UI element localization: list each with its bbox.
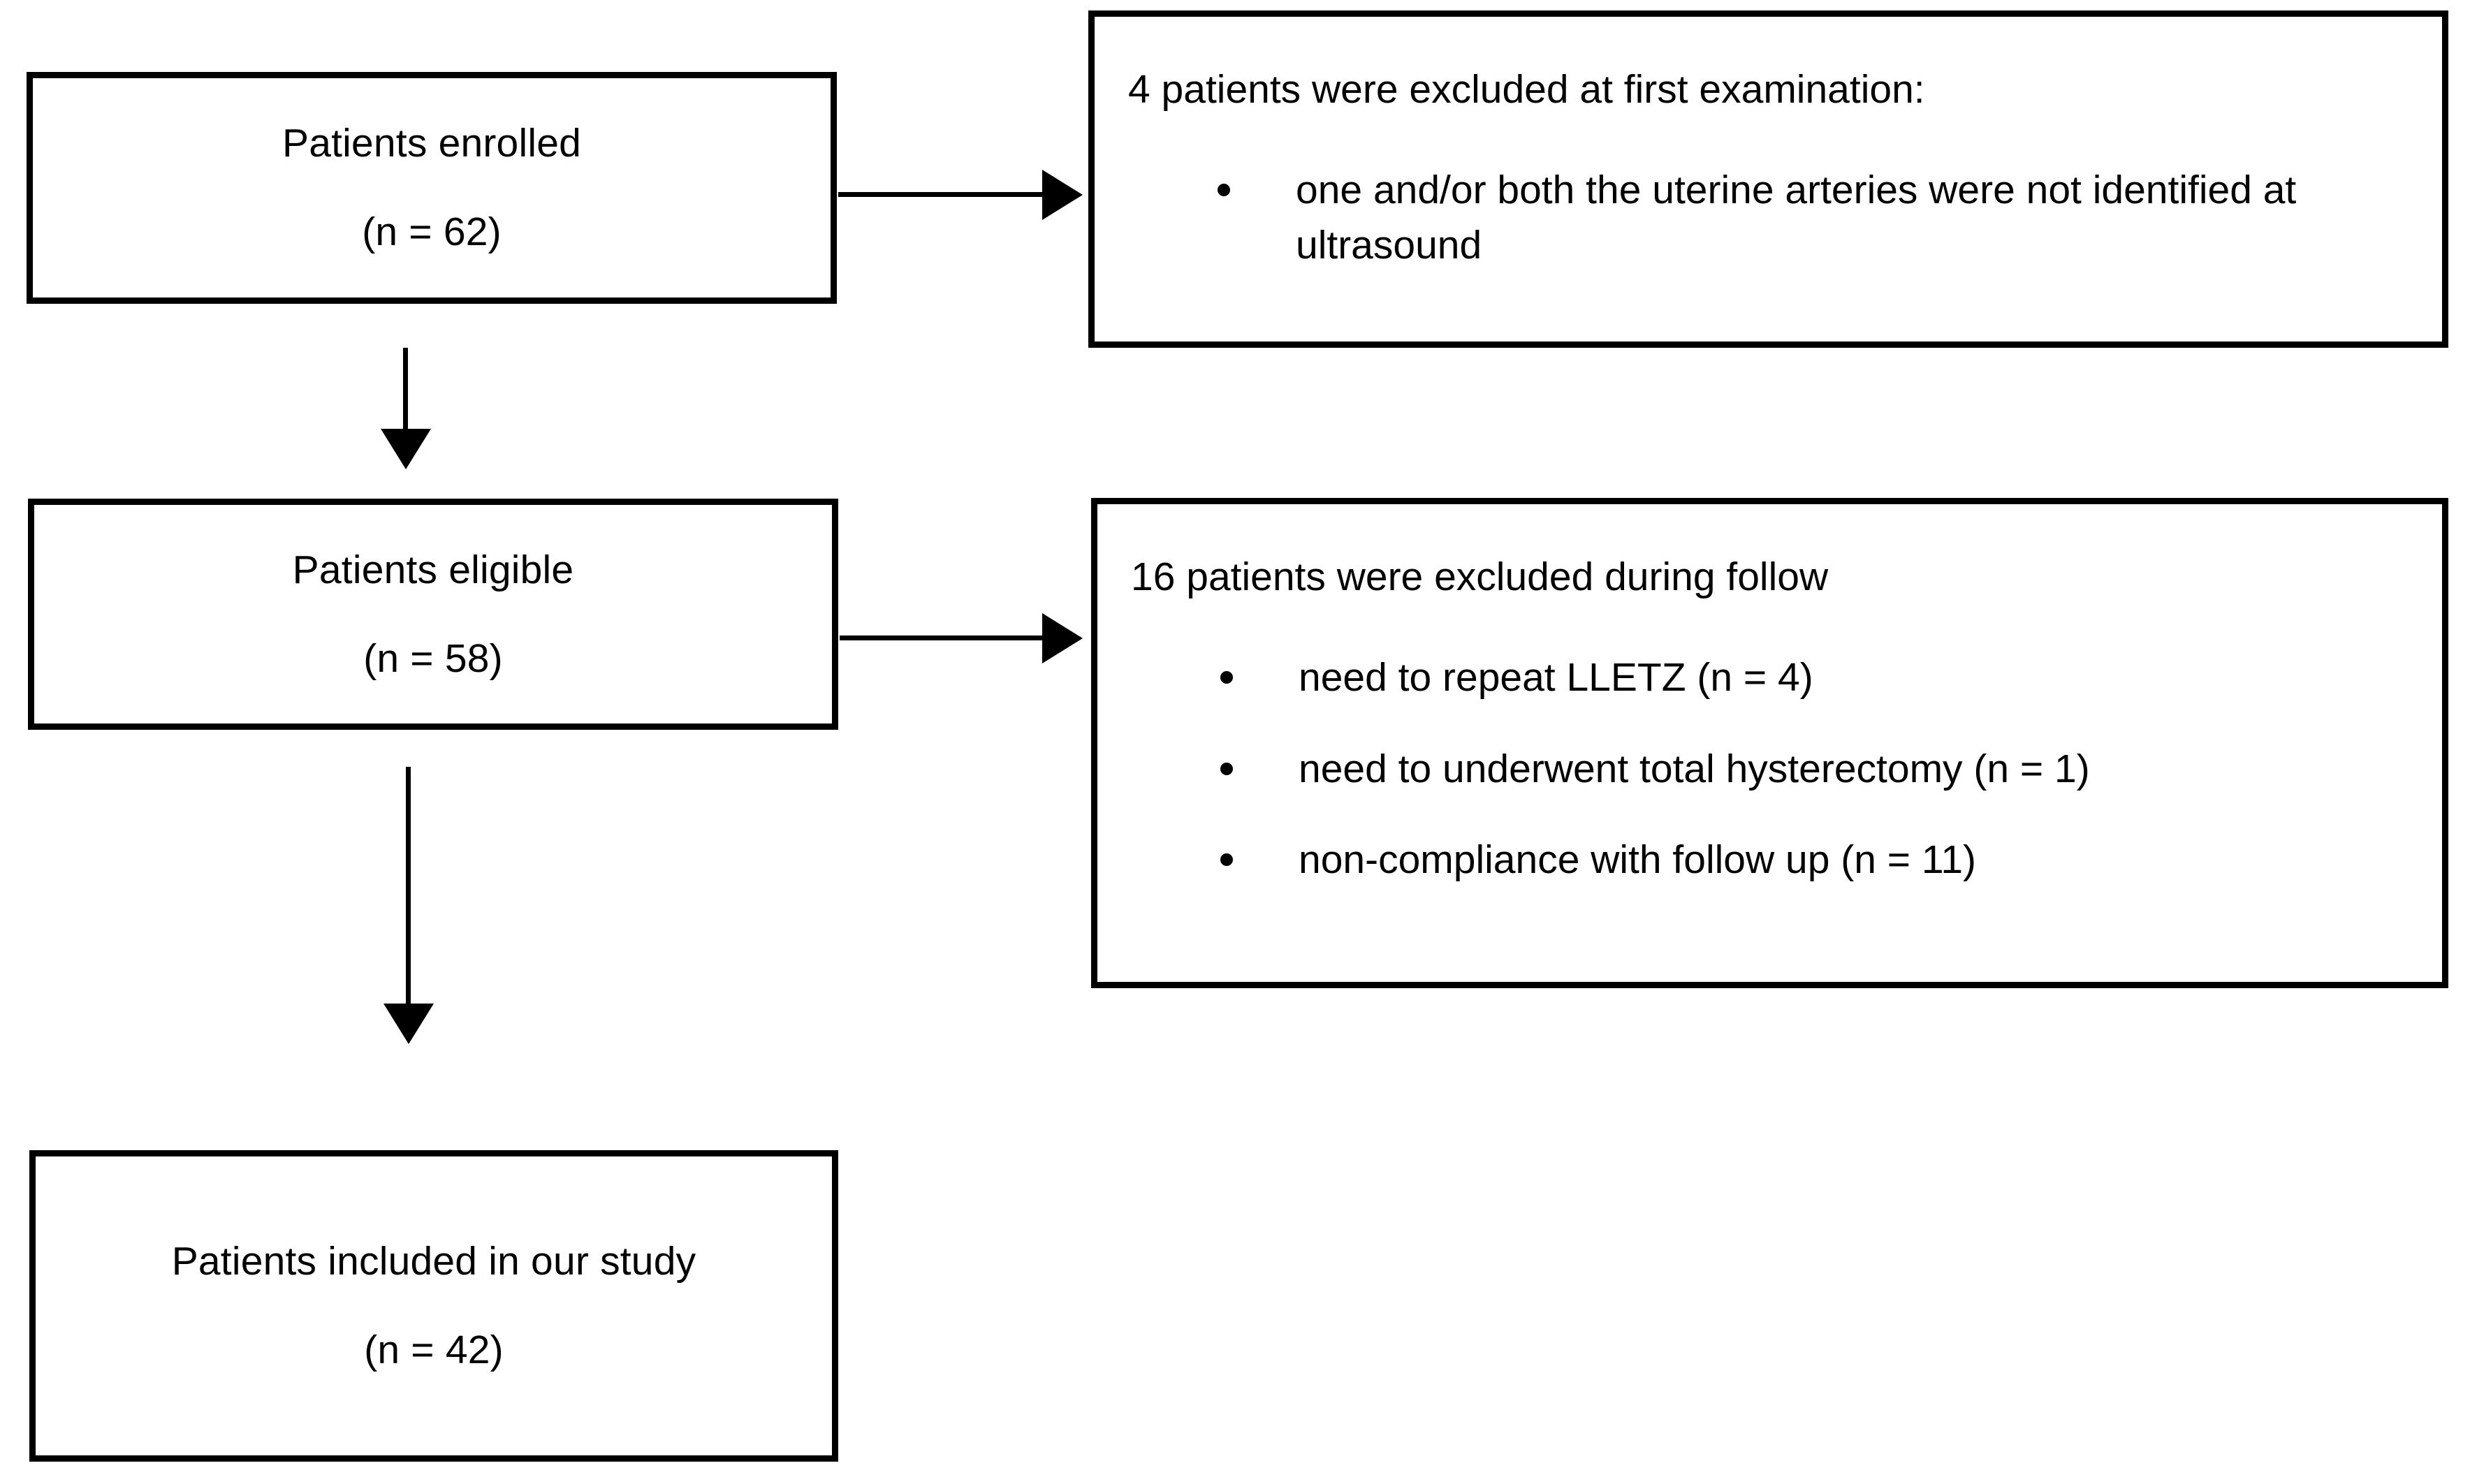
- node-patients-eligible-count: (n = 58): [363, 636, 503, 681]
- connector-line: [403, 348, 408, 433]
- node-patients-enrolled-label: Patients enrolled: [282, 121, 581, 166]
- exclusion-follow-up-list: need to repeat LLETZ (n = 4) need to und…: [1131, 650, 2414, 888]
- connector-line: [406, 767, 411, 1008]
- list-item: non-compliance with follow up (n = 11): [1131, 832, 2414, 888]
- list-item: need to underwent total hysterectomy (n …: [1131, 742, 2414, 797]
- node-patients-eligible: Patients eligible (n = 58): [28, 499, 838, 730]
- connector-line: [838, 192, 1045, 197]
- bullet-icon: [1220, 671, 1233, 684]
- bullet-icon: [1218, 184, 1230, 196]
- list-item: need to repeat LLETZ (n = 4): [1131, 650, 2414, 705]
- exclusion-first-examination-list: one and/or both the uterine arteries wer…: [1128, 163, 2414, 272]
- node-patients-enrolled: Patients enrolled (n = 62): [27, 72, 837, 304]
- bullet-icon: [1220, 853, 1233, 867]
- connector-line: [840, 636, 1045, 640]
- exclusion-first-examination-item-0: one and/or both the uterine arteries wer…: [1296, 168, 2297, 267]
- node-patients-included-label: Patients included in our study: [171, 1239, 696, 1284]
- node-patients-enrolled-count: (n = 62): [362, 210, 502, 254]
- exclusion-box-first-examination: 4 patients were excluded at first examin…: [1088, 10, 2448, 348]
- arrowhead-right-icon: [1042, 170, 1083, 220]
- arrowhead-down-icon: [383, 1004, 434, 1044]
- node-patients-included: Patients included in our study (n = 42): [29, 1150, 838, 1462]
- exclusion-follow-up-item-0: need to repeat LLETZ (n = 4): [1299, 655, 1813, 700]
- exclusion-follow-up-item-1: need to underwent total hysterectomy (n …: [1299, 746, 2090, 791]
- exclusion-box-follow-up: 16 patients were excluded during follow …: [1091, 498, 2448, 988]
- bullet-icon: [1220, 762, 1233, 775]
- exclusion-follow-up-item-2: non-compliance with follow up (n = 11): [1299, 837, 1977, 883]
- node-patients-eligible-label: Patients eligible: [292, 547, 574, 592]
- arrowhead-down-icon: [381, 429, 431, 469]
- arrowhead-right-icon: [1042, 613, 1083, 663]
- list-item: one and/or both the uterine arteries wer…: [1128, 163, 2414, 272]
- exclusion-follow-up-heading: 16 patients were excluded during follow: [1131, 554, 1829, 599]
- exclusion-first-examination-heading: 4 patients were excluded at first examin…: [1128, 67, 1925, 112]
- node-patients-included-count: (n = 42): [364, 1328, 504, 1372]
